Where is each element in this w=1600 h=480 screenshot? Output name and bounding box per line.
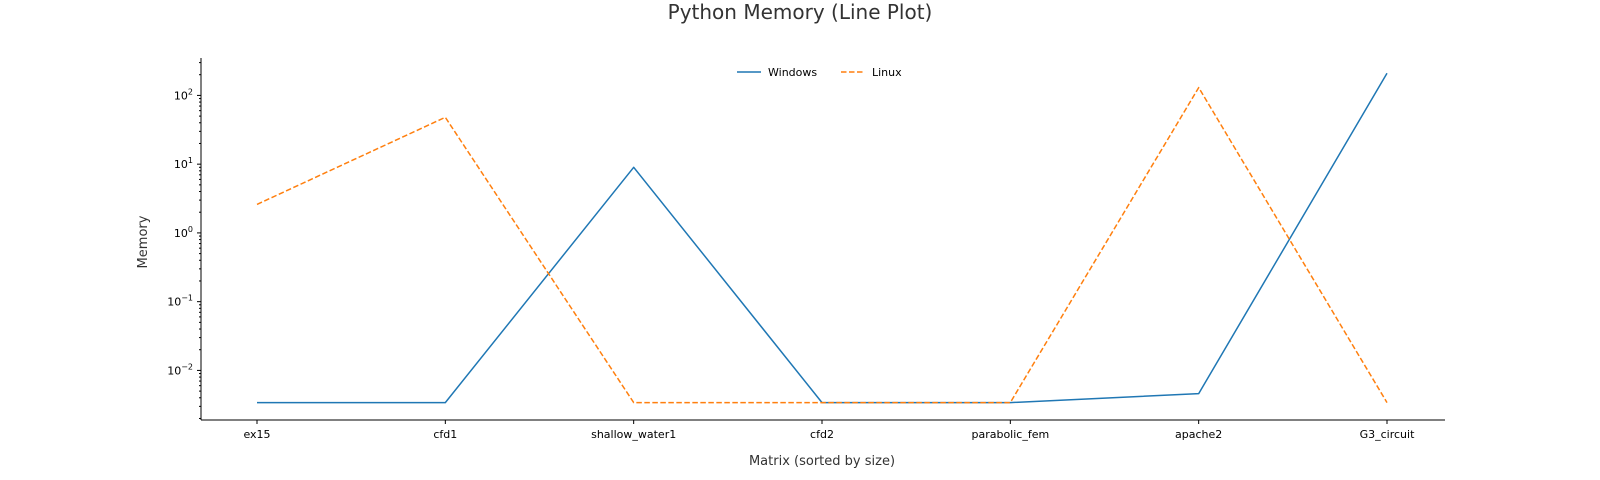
x-tick-label: cfd1	[433, 428, 457, 441]
y-axis-label: Memory	[136, 215, 151, 268]
x-axis-label: Matrix (sorted by size)	[749, 454, 895, 469]
x-tick-label: ex15	[243, 428, 270, 441]
x-tick-label: parabolic_fem	[971, 428, 1049, 441]
legend: Windows Linux	[737, 66, 902, 79]
series-line-windows	[257, 72, 1388, 404]
x-tick-label: shallow_water1	[591, 428, 676, 441]
y-tick-label: 100	[174, 225, 193, 240]
legend-label-windows: Windows	[768, 66, 817, 79]
y-tick-label: 102	[174, 87, 193, 102]
x-tick-label: apache2	[1175, 428, 1222, 441]
series-line-linux	[256, 86, 1388, 404]
series-layer	[256, 72, 1388, 404]
x-tick-label: G3_circuit	[1360, 428, 1415, 441]
axes: ex15 cfd1 shallow_water1 cfd2 parabolic_fem a…	[167, 58, 1445, 441]
y-tick-label: 101	[174, 156, 193, 171]
y-tick-label: 10−2	[167, 362, 193, 377]
x-tick-label: cfd2	[810, 428, 834, 441]
legend-label-linux: Linux	[872, 66, 902, 79]
chart-title: Python Memory (Line Plot)	[668, 0, 933, 24]
y-tick-label: 10−1	[167, 294, 193, 309]
